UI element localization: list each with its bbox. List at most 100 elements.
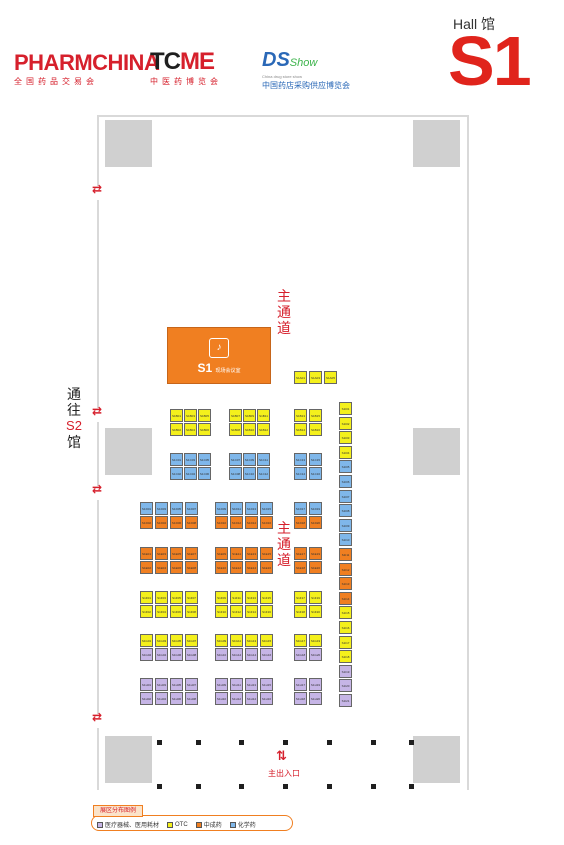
booth-s1b02[interactable]: S1B02 — [170, 423, 183, 436]
booth-s1g12[interactable]: S1G12 — [230, 648, 243, 661]
booth-s1i02[interactable]: S1I02 — [339, 416, 352, 430]
booth-s1e17[interactable]: S1E17 — [294, 547, 307, 560]
booth-s1g08[interactable]: S1G08 — [185, 648, 198, 661]
booth-s1i06[interactable]: S1I06 — [339, 475, 352, 488]
booth-s1d07[interactable]: S1D07 — [185, 502, 198, 515]
booth-s1e05[interactable]: S1E05 — [170, 547, 183, 560]
booth-s1d16[interactable]: S1D16 — [260, 516, 273, 529]
booth-s1e13[interactable]: S1E13 — [245, 547, 258, 560]
booth-s1d11[interactable]: S1D11 — [230, 502, 243, 515]
booth-s1b13[interactable]: S1B13 — [294, 409, 307, 422]
booth-s1d03[interactable]: S1D03 — [155, 502, 168, 515]
booth-s1f07[interactable]: S1F07 — [185, 591, 198, 604]
booth-s1g03[interactable]: S1G03 — [155, 634, 168, 647]
booth-s1i14[interactable]: S1I14 — [339, 591, 352, 605]
booth-s1d19[interactable]: S1D19 — [309, 502, 322, 515]
booth-s1b12[interactable]: S1B12 — [257, 423, 270, 436]
booth-s1f06[interactable]: S1F06 — [170, 605, 183, 618]
booth-s1a01[interactable]: S1A01 — [294, 371, 307, 384]
booth-s1h19[interactable]: S1H19 — [309, 678, 322, 691]
booth-s1i04[interactable]: S1I04 — [339, 445, 352, 459]
booth-s1i08[interactable]: S1I08 — [339, 504, 352, 518]
booth-s1c09[interactable]: S1C09 — [243, 453, 256, 466]
booth-s1c01[interactable]: S1C01 — [170, 453, 183, 466]
booth-s1e02[interactable]: S1E02 — [140, 561, 153, 574]
booth-s1f01[interactable]: S1F01 — [140, 591, 153, 604]
booth-s1f03[interactable]: S1F03 — [155, 591, 168, 604]
booth-s1f09[interactable]: S1F09 — [215, 591, 228, 604]
booth-s1c07[interactable]: S1C07 — [229, 453, 242, 466]
booth-s1f14[interactable]: S1F14 — [245, 605, 258, 618]
booth-s1h15[interactable]: S1H15 — [260, 678, 273, 691]
booth-s1d05[interactable]: S1D05 — [170, 502, 183, 515]
booth-s1f17[interactable]: S1F17 — [294, 591, 307, 604]
booth-s1e11[interactable]: S1E11 — [230, 547, 243, 560]
booth-s1h13[interactable]: S1H13 — [245, 678, 258, 691]
booth-s1h07[interactable]: S1H07 — [185, 678, 198, 691]
booth-s1f10[interactable]: S1F10 — [215, 605, 228, 618]
booth-s1d20[interactable]: S1D20 — [309, 516, 322, 529]
booth-s1c03[interactable]: S1C03 — [184, 453, 197, 466]
booth-s1e15[interactable]: S1E15 — [260, 547, 273, 560]
booth-s1b09[interactable]: S1B09 — [243, 409, 256, 422]
booth-s1f11[interactable]: S1F11 — [230, 591, 243, 604]
booth-s1b01[interactable]: S1B01 — [170, 409, 183, 422]
booth-s1h08[interactable]: S1H08 — [185, 692, 198, 705]
booth-s1e06[interactable]: S1E06 — [170, 561, 183, 574]
booth-s1g02[interactable]: S1G02 — [140, 648, 153, 661]
booth-s1i13[interactable]: S1I13 — [339, 577, 352, 591]
booth-s1f04[interactable]: S1F04 — [155, 605, 168, 618]
booth-s1d13[interactable]: S1D13 — [245, 502, 258, 515]
booth-s1g11[interactable]: S1G11 — [230, 634, 243, 647]
booth-s1i03[interactable]: S1I03 — [339, 431, 352, 445]
booth-s1f16[interactable]: S1F16 — [260, 605, 273, 618]
booth-s1g14[interactable]: S1G14 — [245, 648, 258, 661]
booth-s1i18[interactable]: S1I18 — [339, 650, 352, 664]
booth-s1c11[interactable]: S1C11 — [257, 453, 270, 466]
booth-s1h01[interactable]: S1H01 — [140, 678, 153, 691]
booth-s1b11[interactable]: S1B11 — [257, 409, 270, 422]
booth-s1b14[interactable]: S1B14 — [294, 423, 307, 436]
booth-s1g17[interactable]: S1G17 — [294, 634, 307, 647]
booth-s1e16[interactable]: S1E16 — [260, 561, 273, 574]
booth-s1b03[interactable]: S1B03 — [184, 409, 197, 422]
booth-s1d10[interactable]: S1D10 — [215, 516, 228, 529]
booth-s1b04[interactable]: S1B04 — [184, 423, 197, 436]
booth-s1i01[interactable]: S1I01 — [339, 402, 352, 415]
booth-s1g06[interactable]: S1G06 — [170, 648, 183, 661]
booth-s1h16[interactable]: S1H16 — [260, 692, 273, 705]
booth-s1f15[interactable]: S1F15 — [260, 591, 273, 604]
onsite-meeting-room[interactable]: ♪ S1 现场会议室 — [167, 327, 271, 384]
booth-s1e07[interactable]: S1E07 — [185, 547, 198, 560]
booth-s1c05[interactable]: S1C05 — [198, 453, 211, 466]
booth-s1c02[interactable]: S1C02 — [170, 467, 183, 480]
booth-s1e14[interactable]: S1E14 — [245, 561, 258, 574]
booth-s1e19[interactable]: S1E19 — [309, 547, 322, 560]
booth-s1d17[interactable]: S1D17 — [294, 502, 307, 515]
booth-s1c12[interactable]: S1C12 — [257, 467, 270, 480]
booth-s1h09[interactable]: S1H09 — [215, 678, 228, 691]
booth-s1g16[interactable]: S1G16 — [260, 648, 273, 661]
booth-s1c08[interactable]: S1C08 — [229, 467, 242, 480]
booth-s1g13[interactable]: S1G13 — [245, 634, 258, 647]
booth-s1g18[interactable]: S1G18 — [294, 648, 307, 661]
booth-s1i10[interactable]: S1I10 — [339, 533, 352, 547]
booth-s1h17[interactable]: S1H17 — [294, 678, 307, 691]
booth-s1f08[interactable]: S1F08 — [185, 605, 198, 618]
booth-s1d01[interactable]: S1D01 — [140, 502, 153, 515]
booth-s1b07[interactable]: S1B07 — [229, 409, 242, 422]
booth-s1e08[interactable]: S1E08 — [185, 561, 198, 574]
booth-s1h06[interactable]: S1H06 — [170, 692, 183, 705]
booth-s1i12[interactable]: S1I12 — [339, 562, 352, 576]
booth-s1d18[interactable]: S1D18 — [294, 516, 307, 529]
booth-s1g04[interactable]: S1G04 — [155, 648, 168, 661]
booth-s1i19[interactable]: S1I19 — [339, 664, 352, 678]
booth-s1d15[interactable]: S1D15 — [260, 502, 273, 515]
booth-s1f20[interactable]: S1F20 — [309, 605, 322, 618]
booth-s1d09[interactable]: S1D09 — [215, 502, 228, 515]
booth-s1h05[interactable]: S1H05 — [170, 678, 183, 691]
booth-s1h12[interactable]: S1H12 — [230, 692, 243, 705]
booth-s1f05[interactable]: S1F05 — [170, 591, 183, 604]
booth-s1e10[interactable]: S1E10 — [215, 561, 228, 574]
booth-s1i09[interactable]: S1I09 — [339, 518, 352, 532]
